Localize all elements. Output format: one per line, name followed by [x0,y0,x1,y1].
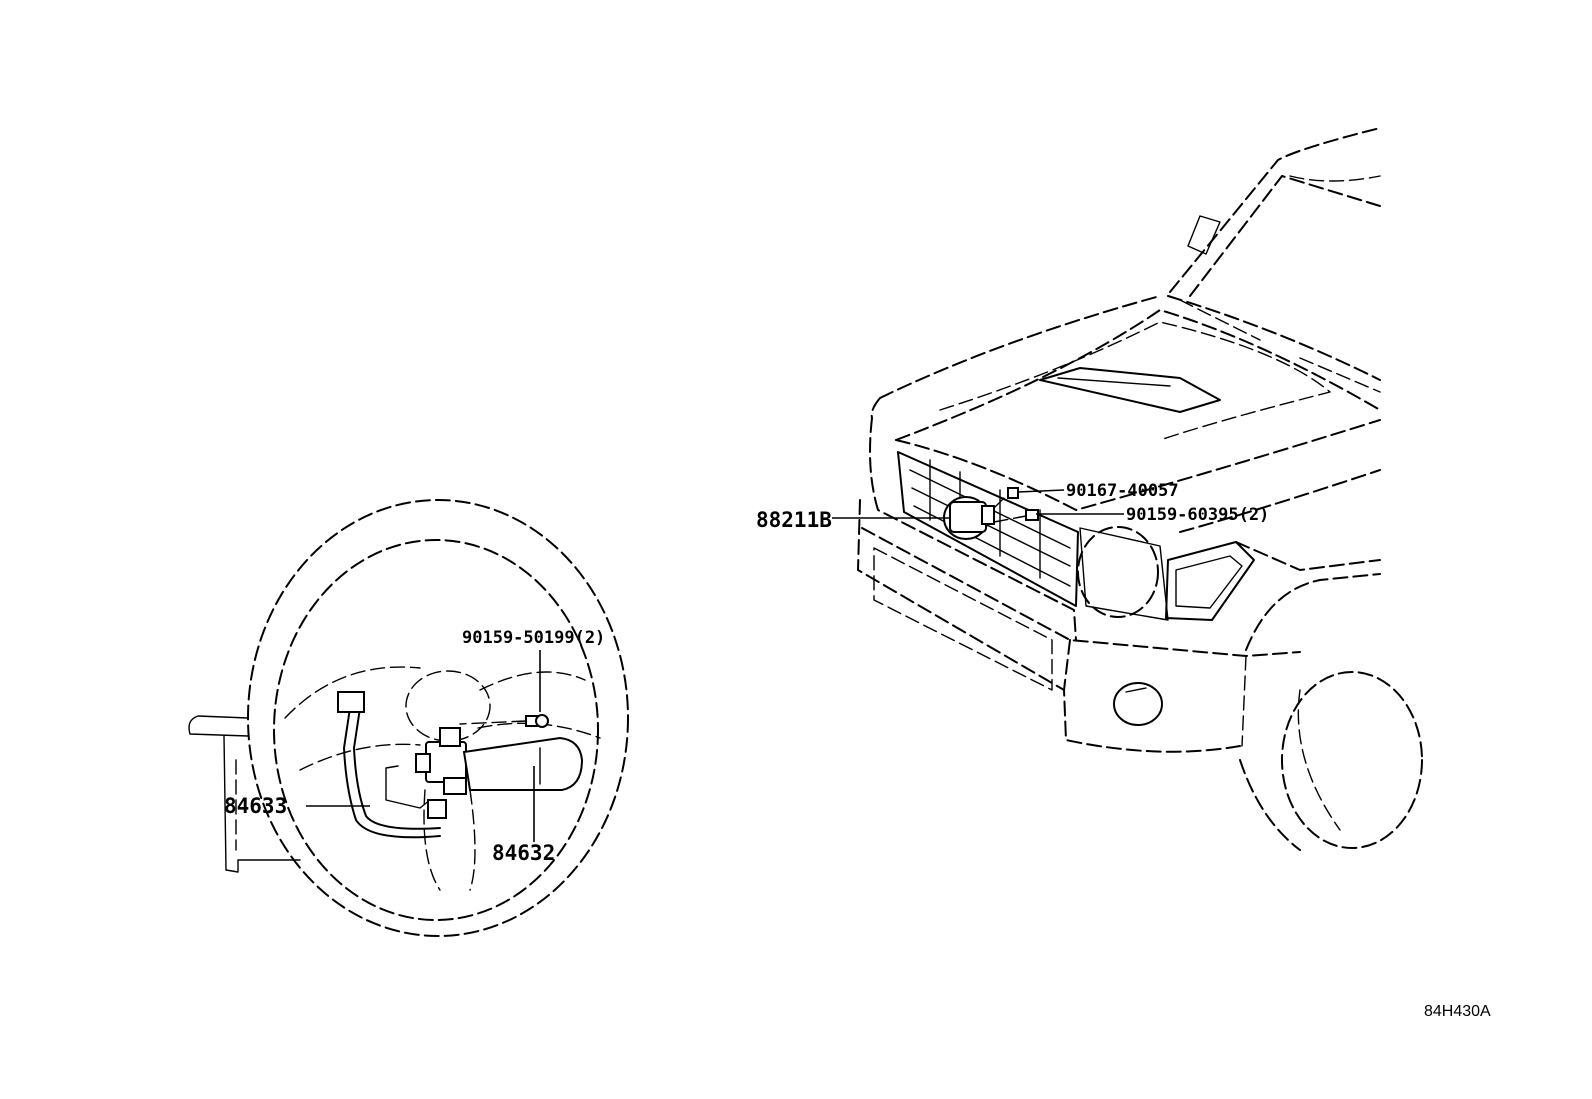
steering-wheel-illustration [188,499,629,937]
callout-88211B: 88211B [756,508,832,532]
cruise-control-switch-84632 [415,727,584,795]
vehicle-front-illustration [857,127,1423,851]
leader-90167-40057 [1017,489,1065,493]
callout-90159-60395: 90159-60395(2) [1126,505,1269,525]
illustration-code: 84H430A [1424,1003,1491,1020]
sensor-88211B [943,493,1027,540]
nut-90167-40057 [1007,487,1019,499]
callout-84633: 84633 [224,794,287,818]
callout-90167-40057: 90167-40057 [1066,481,1179,501]
screw-90159-50199 [459,714,549,728]
bolt-90159-60395 [1025,509,1039,521]
wire-harness-84633 [337,691,447,839]
callout-84632: 84632 [492,841,555,865]
callout-90159-50199: 90159-50199(2) [462,628,605,648]
